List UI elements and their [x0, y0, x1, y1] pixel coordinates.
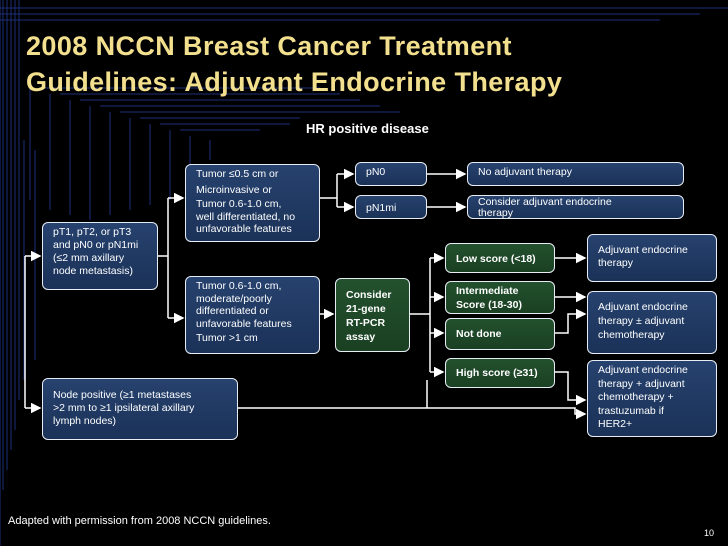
outcome-full-box: Adjuvant endocrine therapy + adjuvant ch… [587, 360, 717, 437]
outcome-full-line: HER2+ [598, 418, 633, 430]
outcome-endocrine-chemo-line: chemotherapy [598, 329, 665, 341]
tumor-small-line: unfavorable features [196, 223, 292, 235]
title-line-1: 2008 NCCN Breast Cancer Treatment [26, 31, 512, 61]
footnote: Adapted with permission from 2008 NCCN g… [8, 515, 271, 527]
outcome-full-line: chemotherapy + [598, 391, 674, 403]
title-line-2: Guidelines: Adjuvant Endocrine Therapy [26, 67, 563, 97]
intermediate-score-line: Score (18-30) [456, 299, 522, 311]
tumor-small-line: Tumor ≤0.5 cm or [196, 168, 279, 180]
pn1mi-label: pN1mi [366, 202, 397, 214]
pn0-box: pN0 [355, 162, 427, 186]
connector-notdone-to-chemo [555, 308, 587, 334]
node-negative-line: node metastasis) [53, 265, 133, 277]
consider-rtpcr-line: 21-gene [346, 303, 386, 315]
outcome-endocrine-chemo-line: Adjuvant endocrine [598, 301, 688, 313]
outcome-full-line: Adjuvant endocrine [598, 364, 688, 376]
outcome-endocrine-chemo-line: therapy ± adjuvant [598, 315, 685, 327]
connector-negative-split [158, 198, 169, 318]
tumor-small-line: Tumor 0.6-1.0 cm, [196, 198, 282, 210]
no-adjuvant-box: No adjuvant therapy [467, 162, 684, 186]
outcome-endocrine-chemo-box: Adjuvant endocrine therapy ± adjuvant ch… [587, 291, 717, 354]
low-score-label: Low score (<18) [456, 253, 536, 265]
node-positive-line: lymph nodes) [53, 415, 117, 427]
consider-endocrine-line: therapy [478, 207, 514, 219]
outcome-endocrine-line: Adjuvant endocrine [598, 244, 688, 256]
outcome-full-line: therapy + adjuvant [598, 377, 685, 390]
page-number: 10 [704, 528, 715, 538]
tumor-small-line: well differentiated, no [196, 210, 296, 223]
tumor-large-line: Tumor 0.6-1.0 cm, [196, 280, 282, 292]
tumor-small-line: Microinvasive or [196, 183, 272, 196]
connector-tumor-small-split [320, 174, 338, 207]
high-score-box: High score (≥31) [445, 358, 555, 388]
consider-rtpcr-line: RT-PCR [346, 317, 386, 329]
connector-positive-to-full [238, 380, 585, 414]
intermediate-score-line: Intermediate [456, 285, 519, 297]
tumor-small-box: Tumor ≤0.5 cm or Microinvasive or Tumor … [185, 164, 320, 242]
outcome-endocrine-box: Adjuvant endocrine therapy [587, 234, 717, 282]
node-positive-line: Node positive (≥1 metastases [53, 389, 192, 401]
outcome-full-line: trastuzumab if [598, 404, 664, 417]
consider-rtpcr-box: Consider 21-gene RT-PCR assay [335, 278, 410, 352]
slide-title: 2008 NCCN Breast Cancer Treatment Guidel… [26, 28, 716, 100]
no-adjuvant-label: No adjuvant therapy [478, 166, 572, 178]
node-positive-line: >2 mm to ≥1 ipsilateral axillary [53, 402, 195, 414]
consider-endocrine-box: Consider adjuvant endocrine therapy [467, 195, 684, 219]
pn0-label: pN0 [366, 166, 386, 178]
not-done-box: Not done [445, 318, 555, 350]
tumor-large-line: unfavorable features [196, 317, 292, 330]
consider-endocrine-line: Consider adjuvant endocrine [478, 196, 612, 208]
node-positive-box: Node positive (≥1 metastases >2 mm to ≥1… [42, 378, 238, 440]
tumor-large-line: Tumor >1 cm [196, 332, 258, 344]
connector-high-to-full [555, 371, 587, 406]
tumor-large-box: Tumor 0.6-1.0 cm, moderate/poorly differ… [185, 276, 320, 354]
not-done-label: Not done [456, 328, 502, 340]
pn1mi-box: pN1mi [355, 195, 427, 219]
connector-rtpcr-split [410, 258, 431, 372]
node-negative-line: and pN0 or pN1mi [53, 239, 139, 251]
node-negative-line: pT1, pT2, or pT3 [53, 226, 132, 238]
low-score-box: Low score (<18) [445, 243, 555, 273]
consider-rtpcr-line: assay [346, 331, 376, 343]
consider-rtpcr-line: Consider [346, 289, 392, 301]
tumor-large-line: moderate/poorly [196, 292, 272, 305]
node-negative-box: pT1, pT2, or pT3 and pN0 or pN1mi (≤2 mm… [42, 222, 158, 290]
high-score-label: High score (≥31) [456, 367, 538, 379]
node-negative-line: (≤2 mm axillary [53, 252, 125, 264]
tumor-large-line: differentiated or [196, 305, 269, 317]
outcome-endocrine-line: therapy [598, 257, 634, 269]
intermediate-score-box: Intermediate Score (18-30) [445, 281, 555, 314]
subtitle: HR positive disease [306, 121, 429, 136]
